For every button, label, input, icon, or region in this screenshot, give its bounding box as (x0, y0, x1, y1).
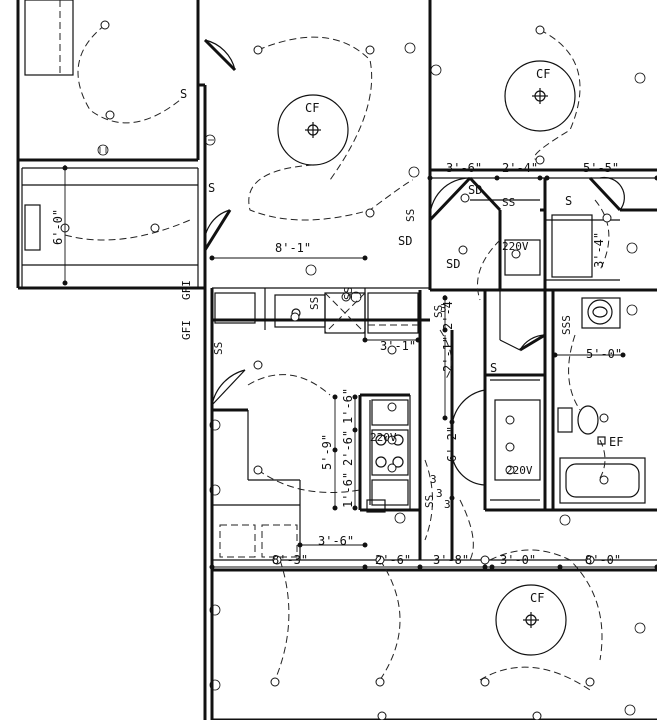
dim-3-6-mid: 3'-6" (318, 534, 354, 548)
dim-3-6-top: 3'-6" (446, 161, 482, 175)
outlets (97, 42, 646, 716)
dim-2-4-top: 2'-4" (502, 161, 538, 175)
dim-8-0: 8'-0" (585, 553, 621, 567)
dim-3-4: 3'-4" (592, 232, 606, 268)
ceiling-fan-top-right-icon (504, 60, 576, 132)
door-swings (203, 39, 625, 486)
label-ef: EF (609, 435, 623, 449)
walls (16, 0, 657, 720)
dim-1-6-a: 1'-6" (341, 388, 355, 424)
dim-3-0: 3'-0" (500, 553, 536, 567)
label-3-c: 3 (444, 498, 451, 511)
labels: CF CF CF 3'-6" 2'-4" 5'-5" 6'-0" 8'-1" 3… (51, 67, 623, 605)
switch-s-1: S (180, 87, 187, 101)
dim-3-8: 3'-8" (433, 553, 469, 567)
switch-ss-6: SS (423, 495, 436, 508)
dim-6-0-left: 6'-0" (51, 209, 65, 245)
label-3-b: 3 (436, 487, 443, 500)
dim-1-6-b: 1'-6" (341, 472, 355, 508)
dim-5-5: 5'-5" (583, 161, 619, 175)
label-gfi-1: GFI (180, 280, 193, 300)
switch-s-2: S (208, 181, 215, 195)
switch-s-3: S (565, 194, 572, 208)
label-cf-top-right: CF (536, 67, 550, 81)
switch-ss-4: SS (212, 342, 225, 355)
switch-ss-7: SS (342, 287, 355, 300)
label-sd-2: SD (398, 234, 412, 248)
label-220v-3: 220V (506, 464, 533, 477)
recessed-lights (60, 20, 612, 720)
dim-5-0: 5'-0" (586, 347, 622, 361)
dim-2-4-vert: 2'-4" (441, 294, 455, 330)
label-cf-bottom: CF (530, 591, 544, 605)
label-3-d: 3 (440, 302, 447, 315)
label-gfi-2: GFI (180, 320, 193, 340)
dim-6-2: 6'-2" (445, 426, 459, 462)
dim-8-3: 8'-3" (272, 553, 308, 567)
dim-3-1: 3'-1" (380, 339, 416, 353)
label-cf-center: CF (305, 101, 319, 115)
switch-ss-3: SS (308, 297, 321, 310)
dim-2-1: 2'-1" (441, 336, 455, 372)
dim-8-1: 8'-1" (275, 241, 311, 255)
switch-s-4: S (490, 361, 497, 375)
dim-2-6-a: 2'-6" (341, 430, 355, 466)
label-sd-3: SD (446, 257, 460, 271)
dim-5-9: 5'-9" (320, 434, 334, 470)
switch-sss-1: SSS (560, 315, 573, 335)
dimensions (62, 165, 657, 570)
label-3-a: 3 (430, 473, 437, 486)
label-sd-1: SD (468, 183, 482, 197)
wiring (64, 24, 610, 691)
switch-ss-2: SS (502, 196, 515, 209)
dim-2-6-b: 2'-6" (375, 553, 411, 567)
ceiling-fan-bottom-icon (495, 584, 567, 656)
fixtures (24, 0, 646, 558)
switch-ss-1: SS (404, 209, 417, 222)
label-220v-2: 220V (370, 431, 397, 444)
switch-ss-5: SS (432, 305, 445, 318)
label-220v-1: 220V (502, 240, 529, 253)
